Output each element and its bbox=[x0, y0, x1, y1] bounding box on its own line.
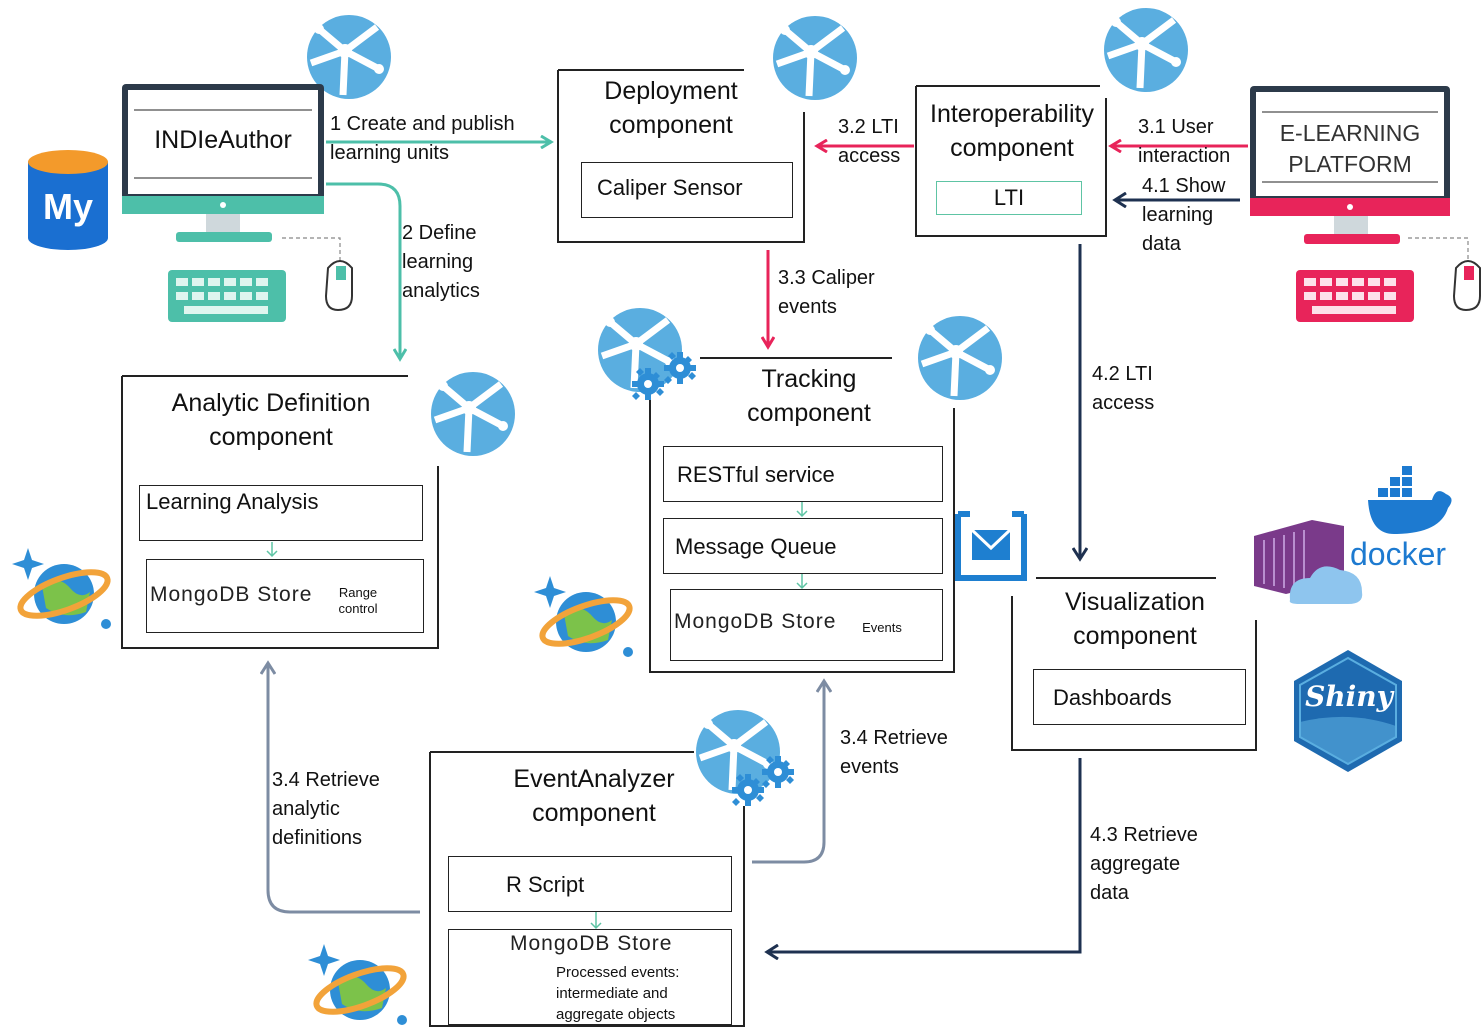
edge-label-caliper-events: 3.3 Caliper events bbox=[778, 267, 875, 318]
message-queue-label: Message Queue bbox=[675, 534, 837, 559]
mail-queue-icon bbox=[955, 511, 1027, 581]
interoperability-component-title: Interoperability component bbox=[930, 100, 1094, 162]
eventanalyzer-store-label: MongoDB Store bbox=[510, 932, 673, 955]
tracking-store-label: MongoDB Store bbox=[674, 610, 837, 633]
message-queue-box bbox=[663, 518, 943, 574]
cosmos-db-icon bbox=[12, 548, 113, 629]
indieauthor-label: INDIeAuthor bbox=[154, 126, 292, 154]
caliper-sensor-label: Caliper Sensor bbox=[597, 175, 743, 200]
r-script-box bbox=[448, 856, 732, 912]
r-script-label: R Script bbox=[506, 872, 585, 897]
analytic-store-box bbox=[146, 559, 424, 633]
elearning-monitor bbox=[1250, 86, 1481, 322]
dashboards-box bbox=[1033, 669, 1246, 725]
eventanalyzer-store-box bbox=[448, 929, 732, 1025]
edge-label-user-interaction: 3.1 User interaction bbox=[1138, 116, 1231, 167]
edge-label-show-learning-data: 4.1 Show learning data bbox=[1142, 175, 1226, 255]
docker-logo bbox=[1254, 466, 1452, 604]
azure-app-service-icon bbox=[773, 16, 857, 100]
edge-label-retrieve-definitions: 3.4 Retrieve analytic definitions bbox=[272, 769, 380, 849]
edge-label-retrieve-aggregate: 4.3 Retrieve aggregate data bbox=[1090, 824, 1198, 904]
caliper-sensor-box bbox=[581, 162, 793, 218]
cosmos-db-icon bbox=[308, 944, 409, 1025]
gear-icon bbox=[664, 352, 696, 384]
edge-label-lti-access-deployment: 3.2 LTI access bbox=[838, 116, 901, 167]
edge-retrieve-events bbox=[752, 682, 824, 864]
tracking-component-title: Tracking component bbox=[747, 365, 871, 427]
azure-app-service-icon bbox=[918, 316, 1002, 400]
gear-icon bbox=[762, 756, 794, 788]
deployment-component-title: Deployment component bbox=[604, 77, 738, 139]
mysql-logo-text: My bbox=[42, 186, 93, 227]
edge-label-lti-access-visualization: 4.2 LTI access bbox=[1092, 363, 1155, 414]
eventanalyzer-component-title: EventAnalyzer component bbox=[513, 765, 675, 827]
analytic-store-label: MongoDB Store bbox=[150, 583, 313, 606]
cosmos-db-icon bbox=[534, 576, 635, 657]
visualization-component-title: Visualization component bbox=[1065, 588, 1205, 650]
edge-label-retrieve-events: 3.4 Retrieve events bbox=[840, 727, 948, 778]
edge-retrieve-definitions bbox=[268, 664, 420, 914]
edge-define-analytics bbox=[326, 182, 400, 358]
docker-logo-text: docker bbox=[1350, 536, 1447, 572]
edge-label-create-publish: 1 Create and publish learning units bbox=[330, 113, 515, 164]
learning-analysis-label: Learning Analysis bbox=[146, 489, 319, 514]
mysql-logo bbox=[28, 150, 108, 250]
shiny-logo-text: Shiny bbox=[1305, 680, 1393, 713]
dashboards-label: Dashboards bbox=[1053, 685, 1172, 710]
elearning-platform-label: E-LEARNING PLATFORM bbox=[1279, 120, 1421, 177]
azure-app-service-icon bbox=[431, 372, 515, 456]
learning-analysis-box bbox=[139, 485, 423, 541]
lti-label: LTI bbox=[993, 185, 1025, 210]
tracking-store-box bbox=[670, 589, 943, 661]
range-control-label: Range control bbox=[338, 585, 378, 616]
processed-events-label: Processed events: intermediate and aggre… bbox=[556, 964, 680, 1023]
edge-retrieve-aggregate bbox=[768, 758, 1082, 952]
shiny-logo bbox=[1294, 650, 1402, 772]
azure-app-service-icon bbox=[1104, 8, 1188, 92]
indieauthor-monitor bbox=[122, 84, 353, 322]
events-badge-label: Events bbox=[862, 620, 902, 635]
analytic-definition-component-title: Analytic Definition component bbox=[171, 389, 371, 451]
edge-label-define-analytics: 2 Define learning analytics bbox=[402, 222, 480, 302]
lti-box bbox=[936, 181, 1082, 215]
restful-service-box bbox=[663, 446, 943, 502]
restful-service-label: RESTful service bbox=[677, 462, 835, 487]
